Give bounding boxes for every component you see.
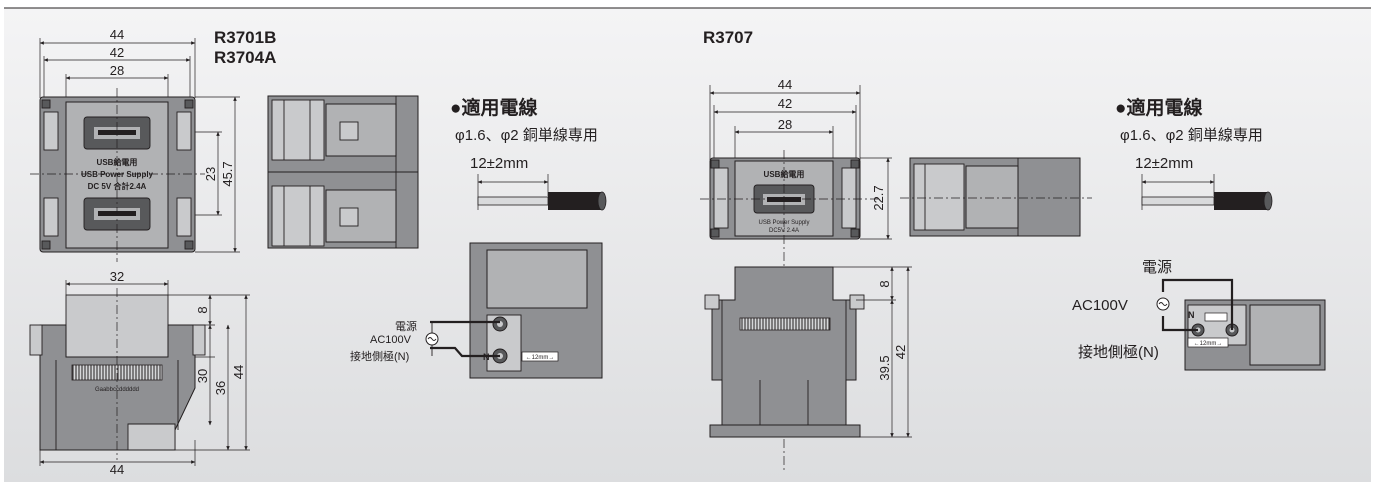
- dim-45-7: 45.7: [220, 161, 235, 186]
- dim-r-22-7: 22.7: [871, 185, 886, 210]
- right-wire-spec: ●適用電線 φ1.6、φ2 銅単線専用 12±2mm: [1115, 96, 1273, 211]
- dim-23: 23: [203, 167, 218, 181]
- dim-r-42-vertical: 42: [893, 345, 908, 359]
- strip-gauge-right: ←12mm→: [1194, 341, 1223, 347]
- r-label-barcode: [739, 317, 831, 331]
- left-wiring-diagram: ←12mm→ N 電源 AC100V 接地側極(N): [350, 242, 603, 379]
- dim-r-39-5: 39.5: [877, 355, 892, 380]
- wire-spec-text-right: φ1.6、φ2 銅単線専用: [1120, 127, 1263, 144]
- strip-gauge-left: ←12mm→: [526, 355, 555, 361]
- dim-r-44: 44: [778, 77, 792, 92]
- dim-42: 42: [110, 45, 124, 60]
- right-depth-view: 8 39.5 42: [704, 266, 912, 438]
- dim-36: 36: [213, 381, 228, 395]
- n-mark-right: N: [1188, 310, 1195, 320]
- model-r3704a: R3704A: [214, 48, 276, 67]
- dim-r-42: 42: [778, 96, 792, 111]
- panel-background: [4, 8, 1371, 482]
- wire-spec-text-left: φ1.6、φ2 銅単線専用: [455, 127, 598, 144]
- power-label-left: 電源: [395, 319, 417, 333]
- model-r3701b: R3701B: [214, 28, 276, 47]
- dim-44-vertical: 44: [231, 365, 246, 379]
- voltage-label-right: AC100V: [1072, 297, 1128, 314]
- left-wire-spec: ●適用電線 φ1.6、φ2 銅単線専用 12±2mm: [450, 96, 607, 211]
- dim-r-8: 8: [877, 280, 892, 287]
- ground-label-right: 接地側極(N): [1078, 344, 1159, 361]
- right-wiring-diagram: ←12mm→ N 電源 AC100V 接地側極(N): [1072, 259, 1326, 371]
- dim-28: 28: [110, 63, 124, 78]
- wire-spec-heading-right: ●適用電線: [1115, 96, 1202, 119]
- wire-spec-heading-left: ●適用電線: [450, 96, 537, 119]
- ground-label-left: 接地側極(N): [350, 349, 409, 363]
- dim-32: 32: [110, 269, 124, 284]
- dim-44-bottom: 44: [110, 462, 124, 477]
- dim-8-left: 8: [195, 306, 210, 313]
- right-front-dimensions: 44 42 28 22.7: [709, 77, 892, 240]
- left-depth-view: 32 Gaabbccdddddd 8 30 36 44 44: [29, 269, 250, 477]
- dim-30: 30: [195, 369, 210, 383]
- strip-length-left: 12±2mm: [470, 155, 528, 172]
- left-side-view: [267, 95, 419, 249]
- dim-r-28: 28: [778, 117, 792, 132]
- dim-44-top: 44: [110, 27, 124, 42]
- right-side-view: [900, 157, 1092, 237]
- right-front-view: USB給電用 USB Power Supply DC5V 2.4A: [700, 150, 880, 470]
- voltage-label-left: AC100V: [370, 334, 412, 346]
- strip-length-right: 12±2mm: [1135, 155, 1193, 172]
- model-r3707: R3707: [703, 28, 753, 47]
- left-front-view: USB給電用 USB Power Supply DC 5V 合計2.4A: [30, 88, 205, 262]
- power-label-right: 電源: [1142, 259, 1172, 276]
